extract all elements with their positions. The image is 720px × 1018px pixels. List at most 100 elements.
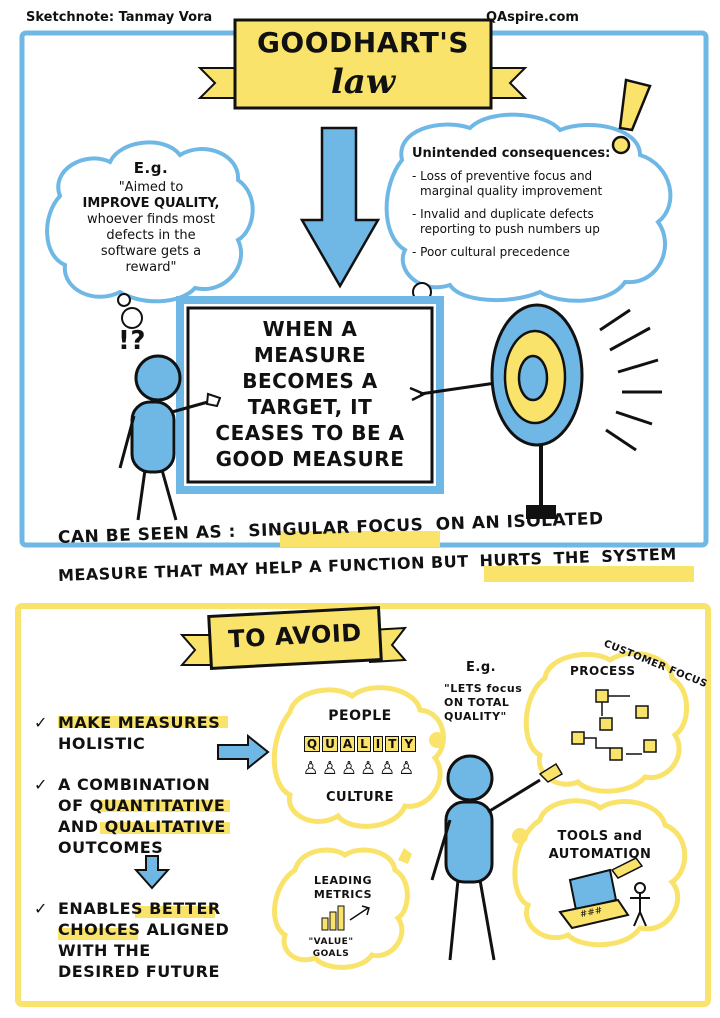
law-line-6: GOOD MEASURE	[215, 447, 405, 471]
metrics-line-3: "VALUE"	[308, 937, 354, 947]
sparkle-icon	[429, 732, 445, 748]
seen-as-part-6: THE	[553, 547, 591, 568]
avoid-item-2-line4: OUTCOMES	[58, 838, 164, 857]
example-cloud-text: E.g. "Aimed to IMPROVE QUALITY, whoever …	[66, 160, 236, 276]
avoid-item-1-line2: HOLISTIC	[58, 734, 146, 753]
check-icon-1: ✓	[34, 713, 48, 732]
example-line-6: reward"	[125, 260, 177, 275]
avoid-item-2-line2a: OF	[58, 796, 90, 815]
people-cloud-shape	[271, 685, 446, 829]
bar-chart-icon	[321, 905, 370, 931]
law-line-3: BECOMES A	[242, 369, 378, 393]
quality-letter-1: Q	[303, 736, 321, 752]
tools-line-1: TOOLS and	[557, 829, 643, 844]
avoid-item-3-line4: DESIRED FUTURE	[58, 962, 220, 981]
avoid-item-2-line3a: AND	[58, 817, 105, 836]
example-line-3: whoever finds most	[86, 212, 216, 227]
process-label: PROCESS	[570, 664, 636, 678]
seen-as-part-7: SYSTEM	[601, 544, 678, 567]
avoid-item-3: ✓ ENABLES BETTER CHOICES ALIGNED WITH TH…	[34, 898, 274, 982]
sparkle-icon-3	[398, 848, 412, 864]
avoid-item-2-line2b: QUANTITATIVE	[89, 796, 226, 815]
title-line2: law	[330, 62, 396, 102]
small-down-arrow-icon	[133, 855, 171, 890]
quote-line-3: QUALITY"	[444, 710, 507, 723]
avoid-item-1-line1: MAKE MEASURES	[58, 713, 221, 732]
consequence-1-line1: - Loss of preventive focus and	[412, 169, 593, 183]
bottom-frame	[15, 603, 711, 1007]
check-icon-3: ✓	[34, 899, 48, 918]
quality-letter-6: T	[385, 736, 400, 752]
avoid-item-2-line1: A COMBINATION	[58, 775, 211, 794]
consequence-2-line2: reporting to push numbers up	[420, 222, 600, 236]
highlight-hurts-system	[484, 566, 694, 582]
laptop-icon	[558, 868, 630, 930]
figure-eg: E.g.	[466, 660, 497, 675]
figure-quote: "LETS focus ON TOTAL QUALITY"	[444, 682, 522, 724]
small-person-icon	[630, 882, 650, 927]
avoid-item-3-line2b: ALIGNED	[140, 920, 230, 939]
avoid-item-3-line1b: BETTER	[149, 899, 221, 918]
highlight-choices	[58, 928, 138, 940]
example-line-1: "Aimed to	[118, 180, 184, 195]
highlight-holistic	[58, 716, 228, 728]
metrics-line-4: GOALS	[312, 949, 350, 959]
seen-as-part-5: HURTS	[479, 549, 543, 571]
avoid-item-3-line2a: CHOICES	[58, 920, 141, 939]
question-marks: !?	[118, 326, 146, 356]
consequence-1-line2: marginal quality improvement	[420, 184, 603, 198]
quality-letter-2: U	[322, 736, 338, 752]
law-line-1: WHEN A	[262, 317, 358, 341]
process-flow-icon	[571, 689, 657, 761]
person-presenting-figure	[430, 754, 564, 961]
metrics-line-1: LEADING	[314, 874, 372, 887]
example-line-4: defects in the	[106, 228, 196, 243]
avoid-item-2-line3b: QUALITATIVE	[104, 817, 226, 836]
credit-left: Sketchnote: Tanmay Vora	[26, 10, 213, 25]
avoid-banner	[179, 606, 408, 670]
tools-text: TOOLS and AUTOMATION	[540, 828, 660, 864]
quality-letter-7: Y	[401, 736, 417, 752]
quality-letter-3: A	[339, 736, 356, 752]
right-arrow-icon	[217, 733, 270, 771]
people-group-icon: ♙♙♙♙♙♙	[302, 758, 418, 779]
down-arrow-icon	[299, 126, 381, 289]
metrics-text: LEADING METRICS	[298, 874, 388, 902]
example-line-5: software gets a	[100, 244, 202, 259]
value-goals-text: "VALUE" GOALS	[296, 936, 366, 960]
quality-letter-4: L	[357, 736, 371, 752]
title-line1: GOODHART'S	[256, 26, 470, 59]
highlight-quantitative	[100, 800, 230, 812]
exclamation-icon	[611, 78, 652, 155]
consequences-heading: Unintended consequences:	[412, 146, 611, 161]
sparkle-icon-2	[512, 828, 528, 844]
target-icon	[490, 303, 662, 519]
consequences-cloud-text: Unintended consequences: - Loss of preve…	[412, 146, 652, 260]
people-figures: ♙♙♙♙♙♙	[300, 758, 420, 779]
people-label: PEOPLE	[328, 708, 392, 724]
avoid-item-2: ✓ A COMBINATION OF QUANTITATIVE AND QUAL…	[34, 774, 274, 858]
credit-right: QAspire.com	[486, 10, 579, 25]
highlight-better	[135, 906, 215, 918]
highlight-singular-focus	[280, 531, 440, 547]
avoid-item-3-line3: WITH THE	[58, 941, 151, 960]
law-statement: WHEN A MEASURE BECOMES A TARGET, IT CEAS…	[190, 316, 430, 472]
law-line-4: TARGET, IT	[247, 395, 373, 419]
example-heading: E.g.	[133, 159, 169, 177]
avoid-item-1: ✓ MAKE MEASURES HOLISTIC	[34, 712, 274, 754]
example-cloud-shape	[45, 140, 255, 329]
consequences-cloud-shape	[384, 112, 673, 303]
tools-line-2: AUTOMATION	[548, 847, 652, 862]
avoid-list: ✓ MAKE MEASURES HOLISTIC ✓ A COMBINATION…	[34, 712, 274, 982]
consequence-2-line1: - Invalid and duplicate defects	[412, 207, 594, 221]
law-box-frame	[176, 296, 444, 494]
check-icon-2: ✓	[34, 775, 48, 794]
consequence-3: - Poor cultural precedence	[412, 245, 570, 259]
quote-line-2: ON TOTAL	[444, 696, 510, 709]
title-banner	[197, 18, 528, 110]
avoid-item-3-line1a: ENABLES	[58, 899, 150, 918]
law-line-5: CEASES TO BE A	[215, 421, 405, 445]
highlight-qualitative	[100, 822, 230, 834]
